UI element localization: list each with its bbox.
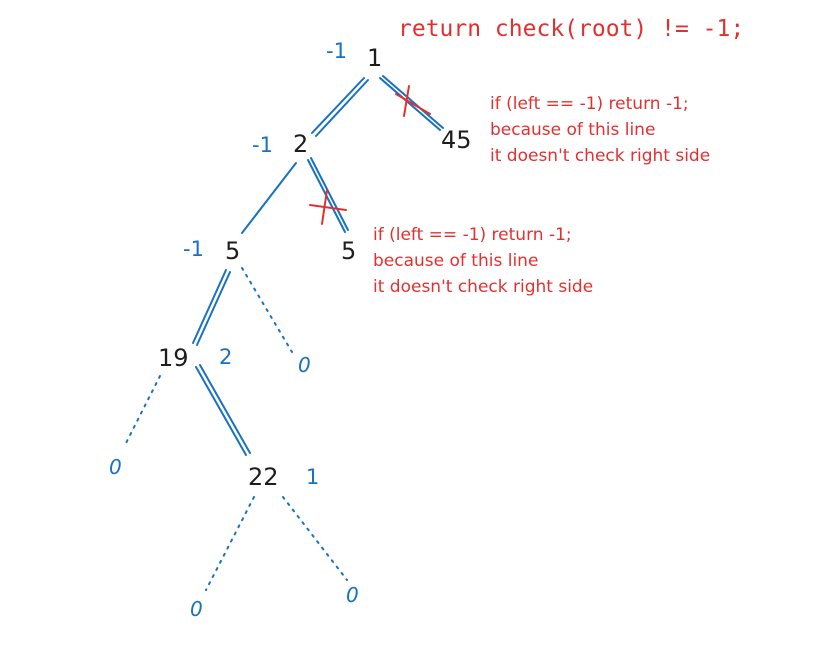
pruned-markers [309, 85, 431, 225]
note-middle-line-1: if (left == -1) return -1; [373, 225, 572, 245]
edge-5-19-stroke [196, 271, 231, 346]
node-1: 1 [367, 44, 382, 72]
height-node-5: -1 [183, 237, 204, 261]
null-leaf-22-left: 0 [190, 597, 203, 621]
tree-edges [124, 75, 444, 591]
edge-22-null-left [205, 496, 255, 591]
node-2: 2 [293, 130, 308, 158]
edge-19-22-stroke [199, 364, 251, 454]
height-node-19: 2 [219, 345, 232, 369]
null-leaf-22-right: 0 [346, 583, 359, 607]
null-leaf-19-left: 0 [109, 455, 122, 479]
note-top-line-3: it doesn't check right side [490, 146, 710, 166]
edge-1-45 [379, 77, 441, 131]
edge-1-45-stroke [382, 75, 444, 129]
node-5-right: 5 [341, 237, 356, 265]
edge-2-5-left [241, 162, 297, 234]
edge-1-2-stroke [315, 79, 369, 137]
edge-5-19 [192, 269, 227, 344]
edge-22-null-right [282, 496, 348, 581]
edge-5-null [241, 267, 293, 353]
note-top-line-1: if (left == -1) return -1; [490, 94, 689, 114]
edge-1-2 [311, 77, 365, 134]
cross-mark-edge-2-5-a [309, 204, 347, 211]
cross-mark-edge-2-5-b [321, 189, 328, 225]
cross-mark-edge-1-45-a [395, 93, 431, 115]
note-middle: if (left == -1) return -1; because of th… [373, 225, 593, 297]
edge-19-null [124, 375, 161, 446]
edge-2-5-right-stroke [310, 157, 349, 231]
node-19: 19 [158, 344, 189, 372]
note-middle-line-2: because of this line [373, 251, 538, 271]
note-top: if (left == -1) return -1; because of th… [490, 94, 710, 166]
height-node-1: -1 [326, 39, 347, 63]
note-middle-line-3: it doesn't check right side [373, 277, 593, 297]
node-5-left: 5 [225, 237, 240, 265]
height-node-22: 1 [306, 465, 319, 489]
edge-19-22 [195, 366, 247, 456]
null-leaf-5-right: 0 [298, 353, 311, 377]
note-top-line-2: because of this line [490, 120, 655, 140]
height-node-2: -1 [252, 133, 273, 157]
cross-mark-edge-1-45-b [403, 85, 410, 117]
node-45: 45 [441, 126, 472, 154]
node-22: 22 [248, 463, 279, 491]
diagram-title: return check(root) != -1; [398, 16, 744, 42]
